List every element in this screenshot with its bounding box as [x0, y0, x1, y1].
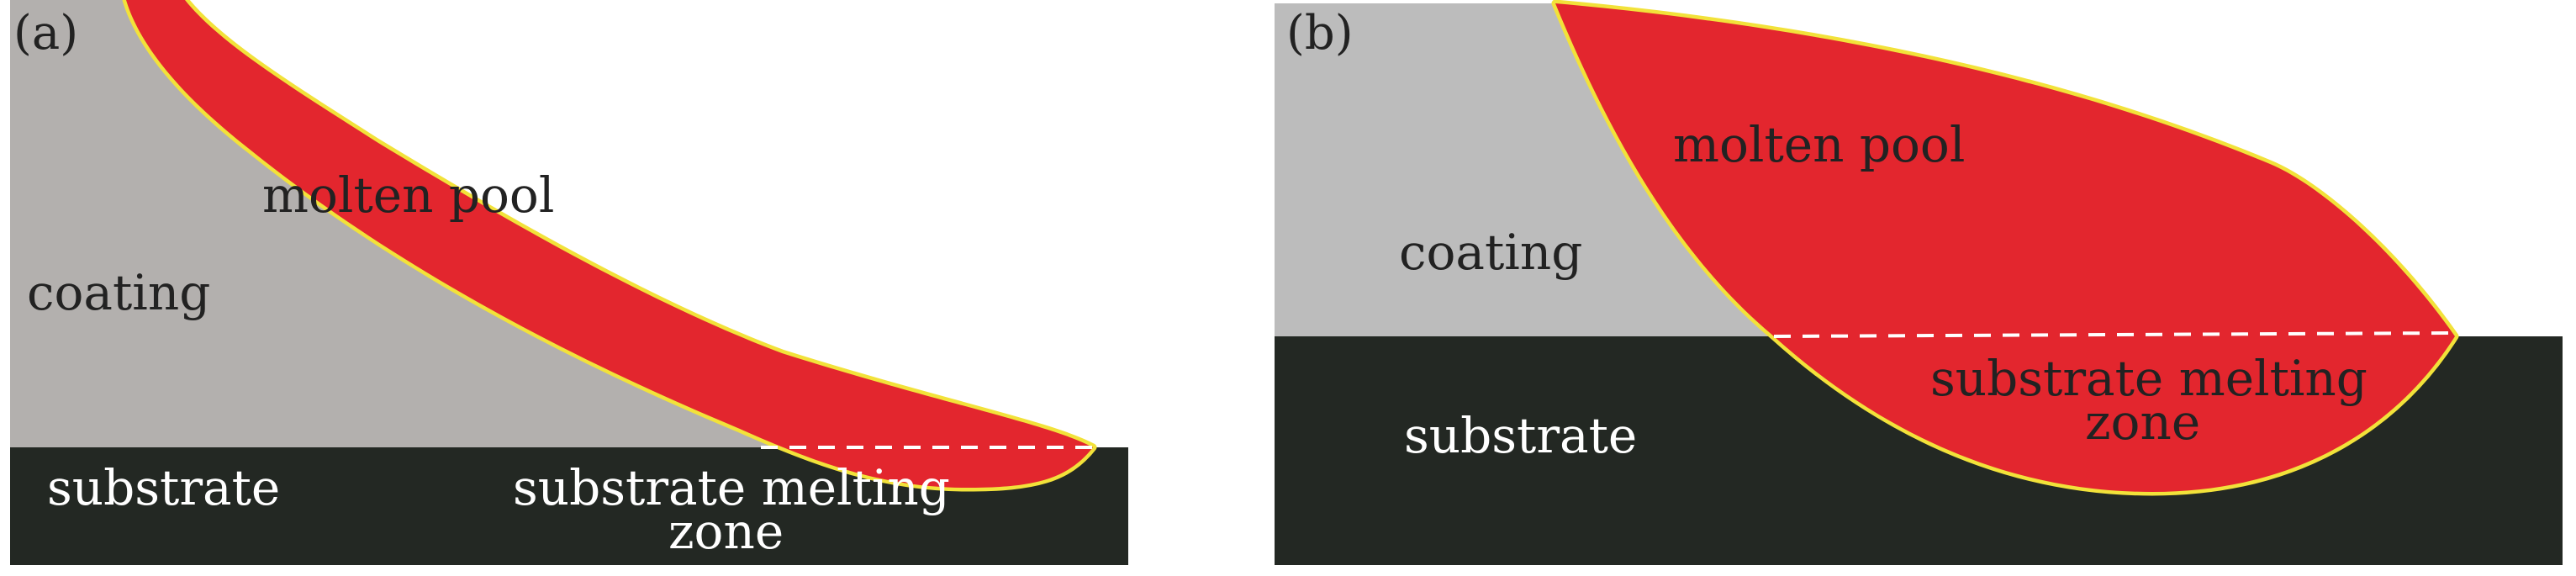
- panel-a-melting-zone-line2: zone: [668, 503, 784, 560]
- panel-a-substrate-label: substrate: [47, 459, 280, 516]
- panel-b: (b) coating molten pool substrate substr…: [1275, 0, 2563, 565]
- panel-b-substrate-label: substrate: [1404, 407, 1637, 464]
- panel-a-molten-pool-label: molten pool: [262, 166, 554, 224]
- panel-a: (a) coating molten pool substrate substr…: [10, 0, 1128, 565]
- panel-b-melting-zone-line1: substrate melting: [1930, 350, 2367, 407]
- panel-a-background: [126, 0, 1128, 447]
- panel-a-tag: (a): [13, 6, 78, 61]
- panel-a-molten-pool: [126, 0, 1093, 488]
- panel-a-coating-label: coating: [27, 264, 210, 321]
- panel-b-molten-pool-label: molten pool: [1673, 116, 1965, 173]
- panel-b-molten-pool: [1555, 3, 2455, 492]
- panel-b-coating-label: coating: [1399, 224, 1582, 281]
- panel-b-background: [1555, 3, 2563, 336]
- panel-b-melting-zone-line2: zone: [2085, 394, 2200, 451]
- panel-a-melting-zone-line1: substrate melting: [513, 459, 950, 516]
- panel-b-tag: (b): [1286, 6, 1354, 61]
